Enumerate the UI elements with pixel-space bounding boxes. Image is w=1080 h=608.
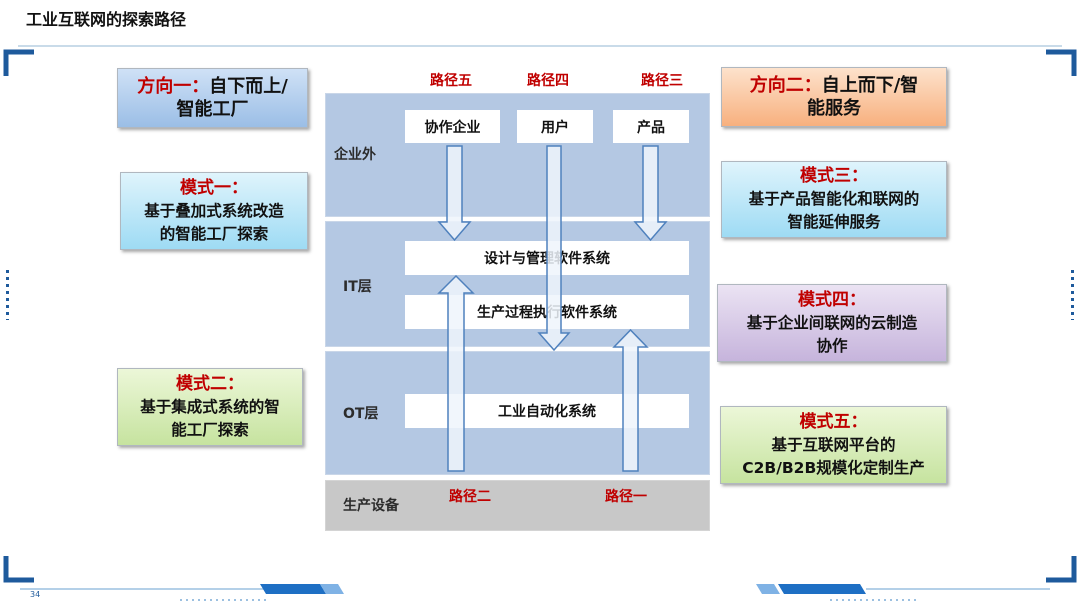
card-mode-one-body1: 基于叠加式系统改造 xyxy=(144,201,284,220)
layer-label-outside: 企业外 xyxy=(334,147,376,163)
path-label-five: 路径五 xyxy=(430,73,472,89)
frame-right-ticks xyxy=(1071,270,1074,320)
card-mode-five: 模式五： 基于互联网平台的 C2B/B2B规模化定制生产 xyxy=(720,406,947,484)
actor-users: 用户 xyxy=(517,110,593,143)
frame-corner-top-left xyxy=(3,49,34,76)
frame-left-ticks xyxy=(6,270,9,320)
card-direction-one: 方向一：自下而上/ 智能工厂 xyxy=(117,68,308,128)
layer-label-ot: OT层 xyxy=(343,406,379,422)
frame-corner-bottom-left xyxy=(3,556,34,583)
arrow-path-five xyxy=(437,145,472,242)
card-mode-two-body2: 能工厂探索 xyxy=(171,420,249,439)
card-direction-one-head: 方向一： xyxy=(137,76,210,97)
card-mode-four-body2: 协作 xyxy=(816,336,848,355)
card-mode-three-body2: 智能延伸服务 xyxy=(787,213,881,231)
card-mode-four-body1: 基于企业间联网的云制造 xyxy=(746,313,918,332)
card-direction-two-body1: 自上而下/智 xyxy=(821,75,919,96)
arrow-path-four xyxy=(537,145,571,352)
card-direction-two-body2: 能服务 xyxy=(807,98,861,119)
path-label-four: 路径四 xyxy=(527,73,569,89)
card-mode-five-body1: 基于互联网平台的 xyxy=(771,435,896,454)
card-mode-three-head: 模式三： xyxy=(800,166,868,186)
card-mode-three: 模式三： 基于产品智能化和联网的 智能延伸服务 xyxy=(721,161,947,238)
arrow-path-one xyxy=(612,328,649,472)
card-mode-two: 模式二： 基于集成式系统的智 能工厂探索 xyxy=(117,368,303,446)
path-label-two: 路径二 xyxy=(449,489,491,505)
bottom-left-decor xyxy=(20,584,344,601)
card-direction-one-body2: 智能工厂 xyxy=(176,99,249,120)
card-mode-five-head: 模式五： xyxy=(799,411,868,432)
bottom-right-decor xyxy=(756,584,1050,601)
arrow-path-two xyxy=(437,274,475,472)
card-direction-one-body1: 自下而上/ xyxy=(209,76,288,97)
card-mode-one: 模式一： 基于叠加式系统改造 的智能工厂探索 xyxy=(120,172,308,250)
card-mode-two-body1: 基于集成式系统的智 xyxy=(140,397,280,416)
page-number: 34 xyxy=(30,590,41,599)
card-mode-two-head: 模式二： xyxy=(176,373,244,394)
path-label-one: 路径一 xyxy=(605,489,647,505)
card-mode-four-head: 模式四： xyxy=(798,289,866,310)
layer-equipment xyxy=(325,480,710,531)
actor-products: 产品 xyxy=(613,110,689,143)
frame-corner-top-right xyxy=(1046,49,1077,76)
frame-corner-bottom-right xyxy=(1046,556,1077,583)
card-mode-one-body2: 的智能工厂探索 xyxy=(159,224,269,243)
card-direction-two: 方向二：自上而下/智 能服务 xyxy=(721,67,947,127)
card-mode-three-body1: 基于产品智能化和联网的 xyxy=(748,190,920,208)
card-direction-two-head: 方向二： xyxy=(749,75,822,96)
arrow-path-three xyxy=(633,145,668,242)
card-mode-five-body2: C2B/B2B规模化定制生产 xyxy=(742,458,925,477)
title-divider xyxy=(18,45,1062,47)
card-mode-four: 模式四： 基于企业间联网的云制造 协作 xyxy=(717,284,947,362)
card-mode-one-head: 模式一： xyxy=(180,177,248,198)
layer-label-it: IT层 xyxy=(343,279,372,295)
layer-label-equipment: 生产设备 xyxy=(343,498,399,514)
page-title: 工业互联网的探索路径 xyxy=(26,10,187,29)
actor-partners: 协作企业 xyxy=(405,110,500,143)
path-label-three: 路径三 xyxy=(641,73,683,89)
